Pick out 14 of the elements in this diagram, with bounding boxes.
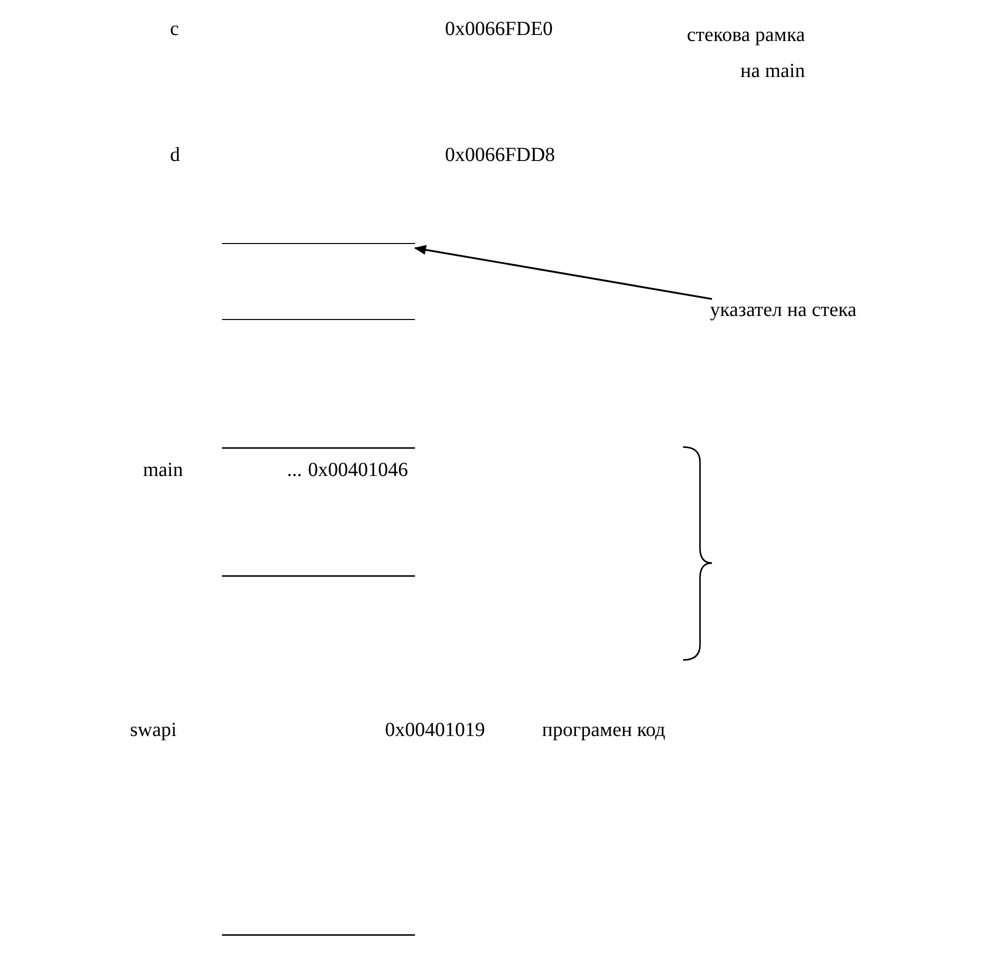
variable-name: d	[170, 143, 180, 167]
pointer-label: указател на стека	[710, 298, 857, 322]
memory-address: 0x0066FDD8	[445, 143, 556, 167]
annotation-text: програмен код	[542, 718, 666, 742]
stack-slot	[222, 243, 415, 320]
ellipsis-text: ...	[287, 458, 302, 482]
memory-address: 0x0066FDE0	[445, 17, 553, 41]
arrow	[414, 244, 712, 300]
annotation-text: стекова рамка на main	[686, 23, 805, 84]
memory-address: 0x00401019	[385, 718, 485, 742]
memory-address: 0x00401046	[308, 458, 408, 482]
variable-name: c	[170, 17, 179, 41]
function-name: main	[143, 458, 183, 482]
function-name: swapi	[130, 718, 177, 742]
